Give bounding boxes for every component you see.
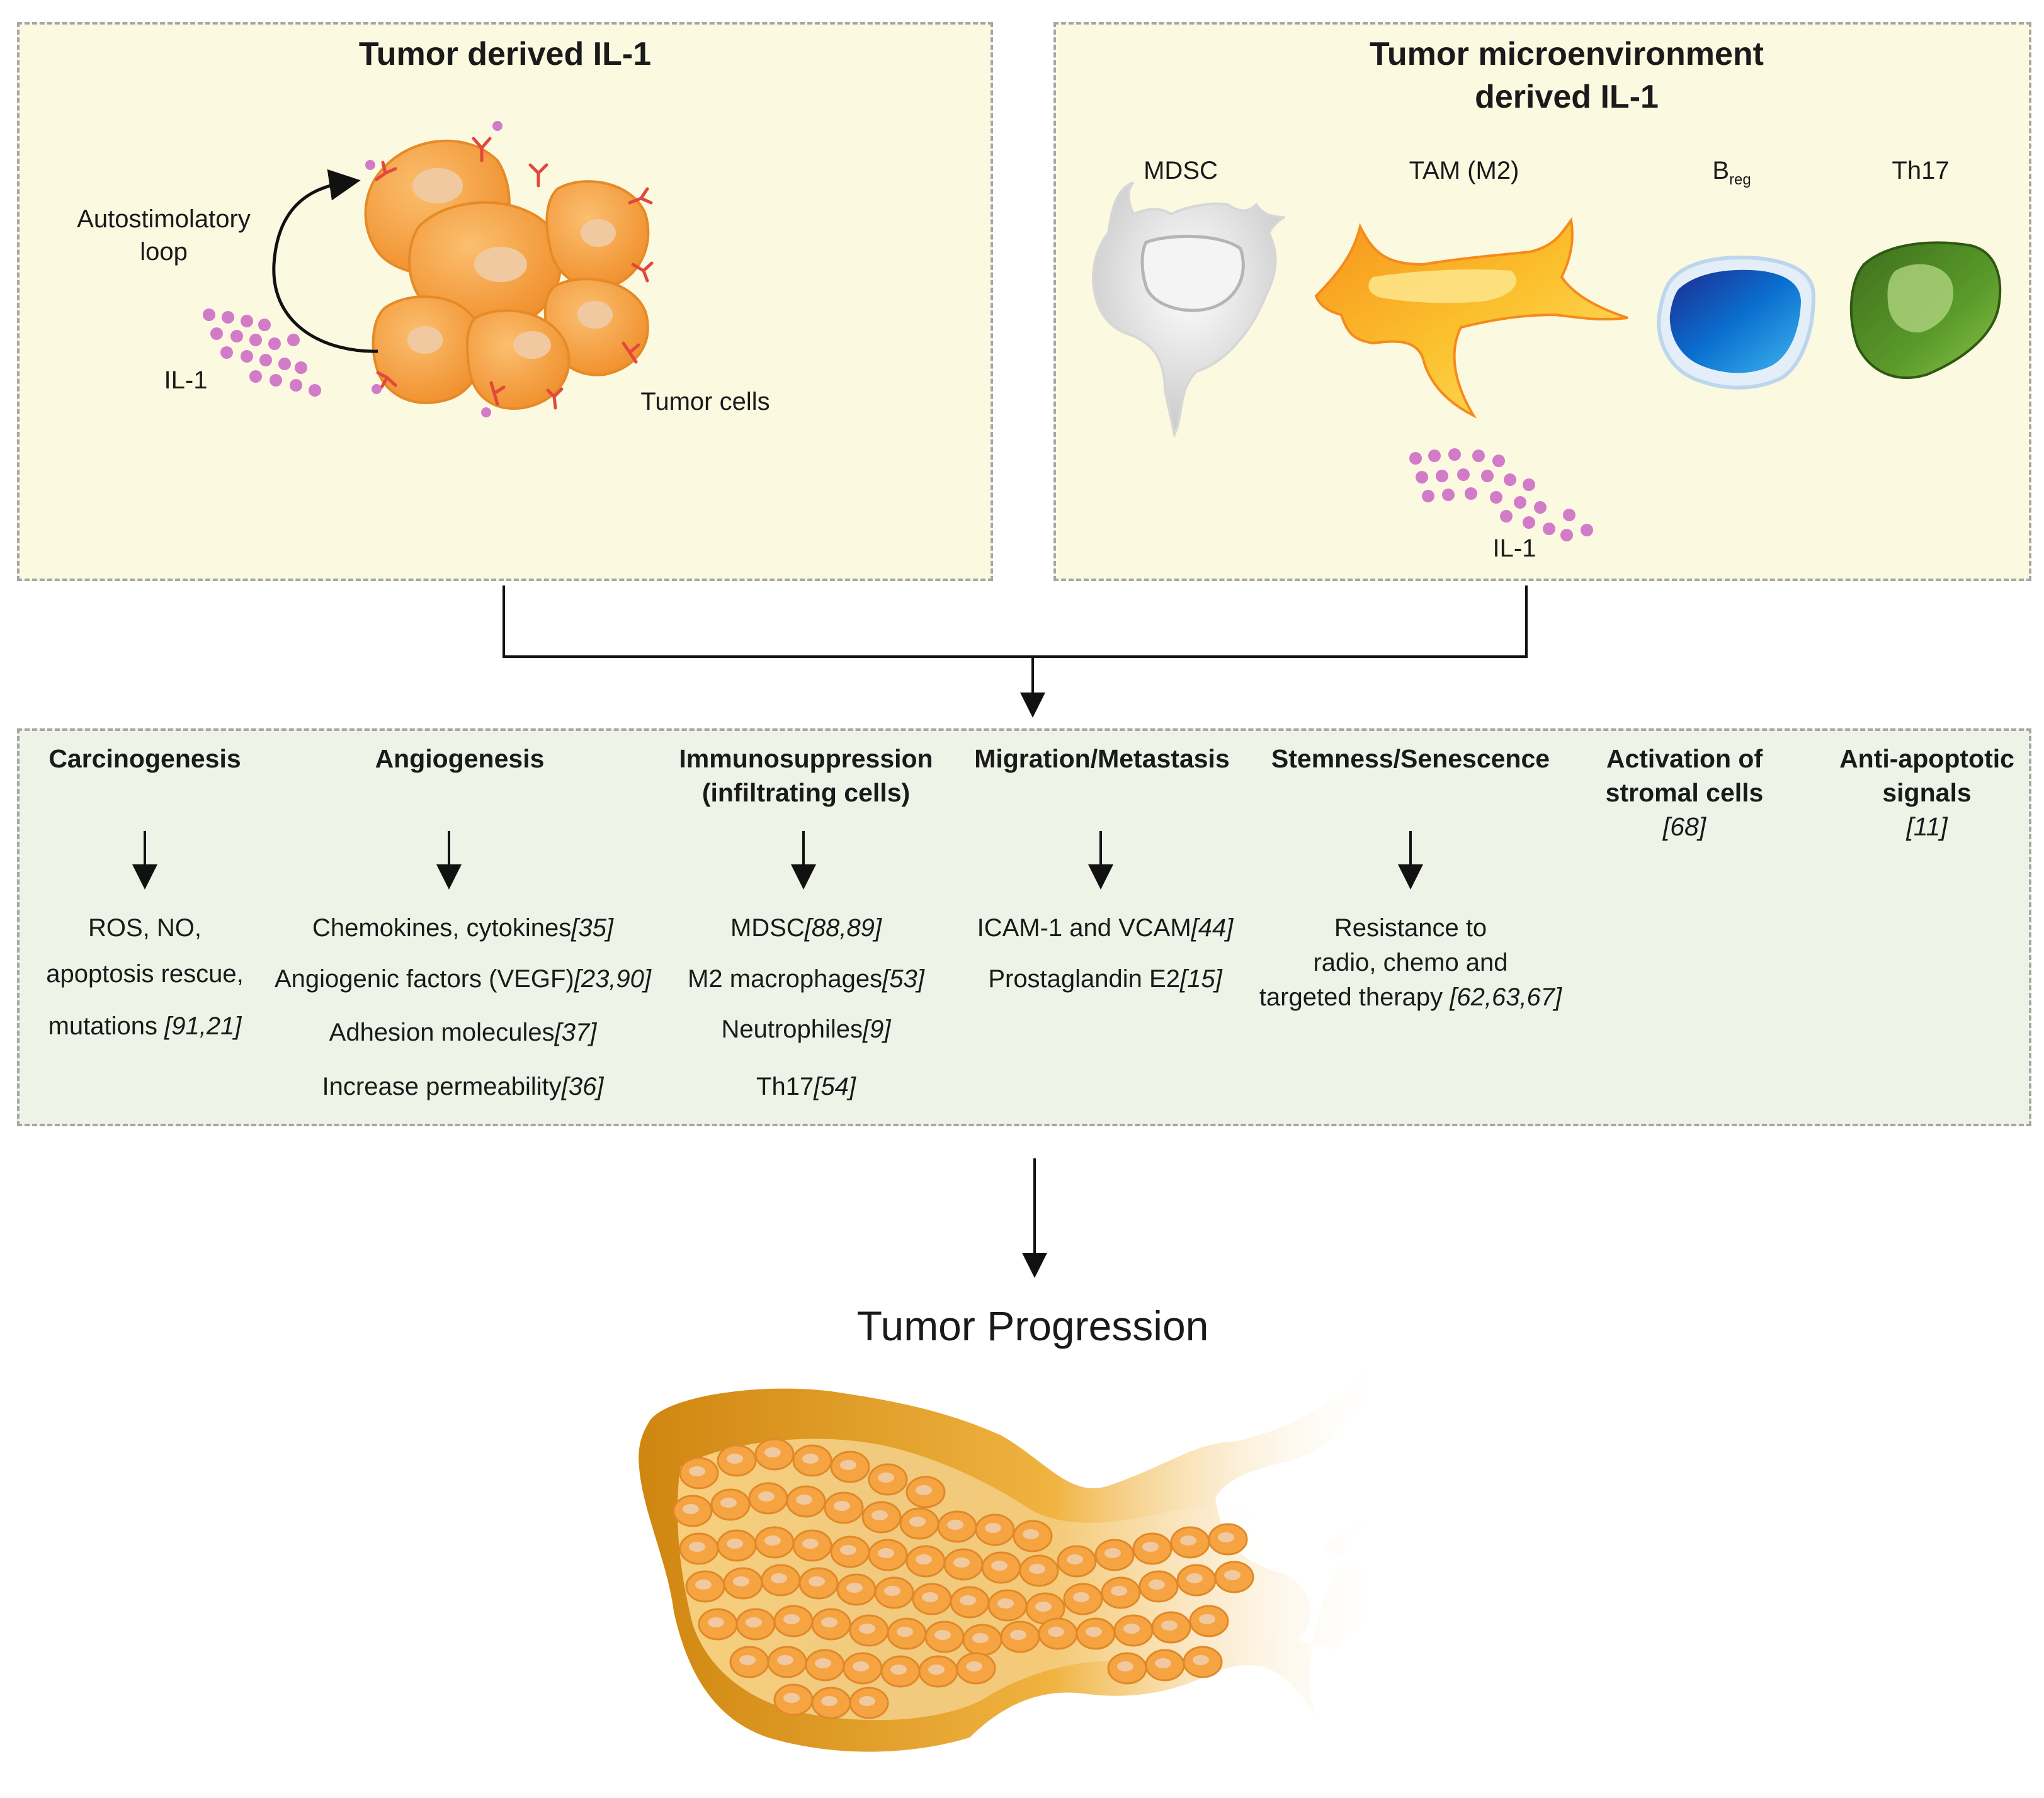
heading-immunosuppression: Immunosuppression (infiltrating cells) — [679, 744, 933, 807]
immuno-item-4: Th17[54] — [756, 1073, 856, 1100]
heading-anti-apoptotic: Anti-apoptotic signals [11] — [1839, 744, 2014, 841]
autostimulatory-loop-label: Autostimolatory loop — [77, 205, 251, 266]
tumor-progression-title: Tumor Progression — [856, 1303, 1209, 1349]
autostimulatory-arrow — [272, 169, 378, 353]
migration-item-1: ICAM-1 and VCAM[44] — [977, 914, 1234, 942]
tumor-mass — [639, 1354, 1392, 1752]
heading-stromal: Activation of stromal cells [68] — [1605, 744, 1764, 841]
mdsc-cell — [1092, 181, 1285, 439]
tumor-derived-title: Tumor derived IL-1 — [358, 36, 652, 72]
th17-cell — [1849, 241, 2002, 379]
merge-connector — [502, 585, 1528, 658]
heading-carcinogenesis: Carcinogenesis — [48, 744, 241, 773]
immuno-item-3: Neutrophiles[9] — [721, 1015, 891, 1043]
effect-arrows — [132, 831, 1423, 890]
breg-label: Breg — [1712, 157, 1751, 188]
stemness-item-3: targeted therapy [62,63,67] — [1259, 983, 1562, 1011]
il1-label-right: IL-1 — [1492, 534, 1536, 562]
th17-label: Th17 — [1892, 157, 1950, 184]
tumor-cell-cluster — [364, 121, 654, 417]
angiogenesis-item-4: Increase permeability[36] — [322, 1073, 604, 1100]
carcinogenesis-item-1: ROS, NO, — [88, 914, 202, 942]
il1-dots-right — [1409, 448, 1593, 541]
microenvironment-title: Tumor microenvironment derived IL-1 — [1369, 36, 1764, 115]
heading-stemness: Stemness/Senescence — [1271, 744, 1550, 773]
carcinogenesis-item-2: apoptosis rescue, — [46, 960, 244, 988]
tam-cell — [1314, 217, 1628, 419]
breg-cell — [1657, 256, 1816, 390]
tam-label: TAM (M2) — [1409, 157, 1519, 184]
angiogenesis-item-1: Chemokines, cytokines[35] — [312, 914, 613, 942]
heading-migration: Migration/Metastasis — [974, 744, 1230, 773]
tumor-cells-label: Tumor cells — [640, 388, 770, 416]
effects-panel — [17, 728, 2031, 1126]
stemness-item-1: Resistance to — [1334, 914, 1487, 942]
mdsc-label: MDSC — [1144, 157, 1218, 184]
il1-dots-left — [203, 308, 321, 397]
immuno-item-2: M2 macrophages[53] — [688, 965, 924, 993]
stemness-item-2: radio, chemo and — [1313, 949, 1508, 976]
angiogenesis-item-2: Angiogenic factors (VEGF)[23,90] — [274, 965, 652, 993]
carcinogenesis-item-3: mutations [91,21] — [48, 1012, 242, 1040]
angiogenesis-item-3: Adhesion molecules[37] — [329, 1019, 597, 1046]
heading-angiogenesis: Angiogenesis — [375, 744, 545, 773]
immuno-item-1: MDSC[88,89] — [730, 914, 882, 942]
migration-item-2: Prostaglandin E2[15] — [988, 965, 1222, 993]
il1-label-left: IL-1 — [164, 366, 208, 394]
